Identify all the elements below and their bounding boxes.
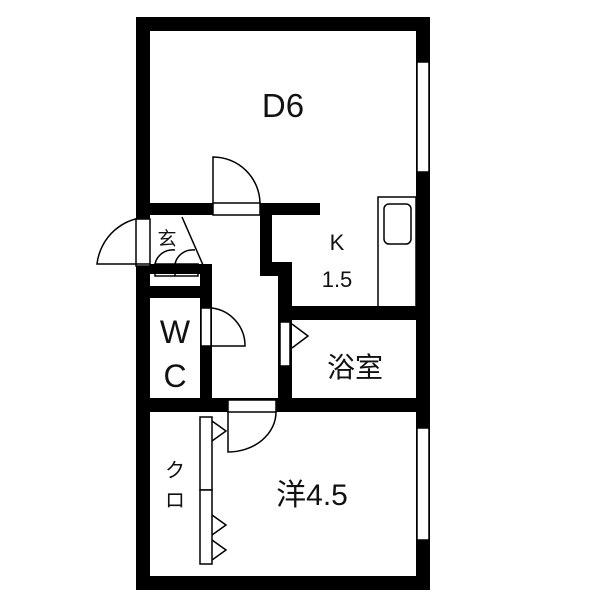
door-swing-entrance <box>96 216 151 265</box>
shoe-cabinet <box>154 263 199 277</box>
wall-dining-bottom-left <box>150 203 213 215</box>
room-label-wc-1: W <box>160 314 191 350</box>
room-label-kitchen-1: K <box>330 230 345 255</box>
room-label-closet-1: ク <box>165 459 185 482</box>
closet-door-upper <box>199 416 213 491</box>
room-label-kitchen-2: 1.5 <box>322 267 353 292</box>
door-swing-dining <box>212 156 261 204</box>
room-label-western: 洋4.5 <box>276 479 348 512</box>
door-frame-bath <box>279 321 291 367</box>
wall-wc-bottom <box>150 398 230 412</box>
window-dining <box>416 61 430 173</box>
kitchen-sink <box>383 203 412 245</box>
closet-door-marks <box>211 420 228 561</box>
wall-kitchen-bath <box>278 306 416 320</box>
outer-wall-top <box>136 17 430 31</box>
door-bath-folding <box>291 323 310 349</box>
room-label-closet-2: ロ <box>165 490 185 512</box>
window-western-room <box>416 427 430 541</box>
door-frame-entrance <box>135 218 151 267</box>
wall-dining-bottom-right <box>260 203 320 215</box>
room-label-dining: D6 <box>262 87 304 124</box>
outer-wall-bottom <box>136 576 430 590</box>
shoe-cabinet-doors <box>154 249 196 276</box>
room-label-bath: 浴室 <box>327 352 383 383</box>
door-swing-western <box>227 411 277 453</box>
room-label-wc-2: C <box>163 358 186 394</box>
outer-wall-left-upper <box>136 17 150 219</box>
outer-wall-left-lower <box>136 266 150 590</box>
door-frame-dining <box>212 202 261 216</box>
wall-kitchen-step <box>260 215 292 310</box>
wall-shoe-cabinet <box>150 264 210 274</box>
wall-wc-top <box>150 286 212 298</box>
door-frame-wc <box>200 307 212 347</box>
door-swing-wc <box>211 307 246 347</box>
room-label-entrance: 玄 <box>157 228 176 250</box>
entrance-step-line <box>181 216 204 266</box>
door-frame-western <box>227 399 277 413</box>
closet-door-lower <box>199 489 213 565</box>
